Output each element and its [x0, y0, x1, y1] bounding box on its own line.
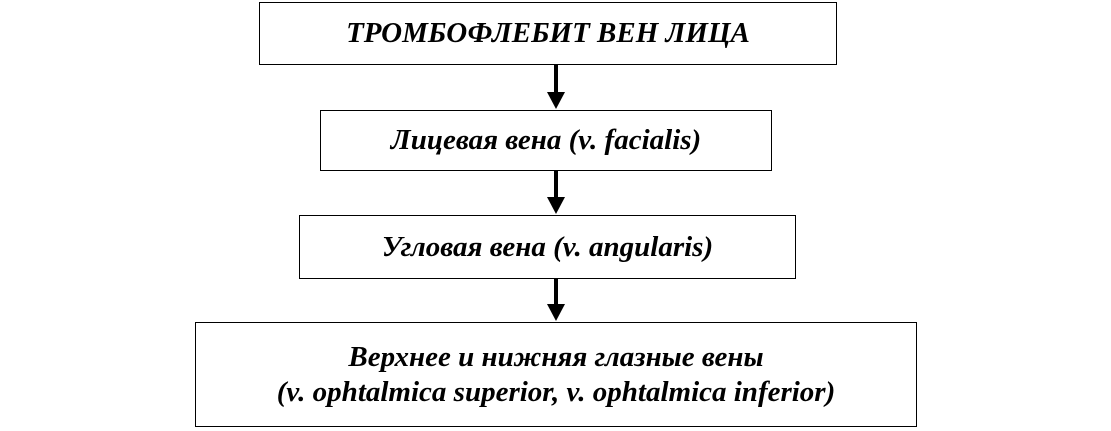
facial-vein-box: Лицевая вена (v. facialis) [320, 110, 772, 171]
facial-vein-text: Лицевая вена (v. facialis) [390, 124, 702, 157]
arrow-facial-to-angular [547, 171, 565, 214]
ophthalmic-veins-text-line-2: (v. ophtalmica superior, v. ophtalmica i… [276, 375, 836, 408]
title-box: ТРОМБОФЛЕБИТ ВЕН ЛИЦА [259, 2, 837, 65]
ophthalmic-veins-box: Верхнее и нижняя глазные вены (v. ophtal… [195, 322, 917, 427]
ophthalmic-veins-text-line-1: Верхнее и нижняя глазные вены [348, 341, 764, 374]
angular-vein-box: Угловая вена (v. angularis) [299, 215, 796, 279]
angular-vein-text: Угловая вена (v. angularis) [381, 230, 714, 263]
arrow-angular-to-ophthalmic [547, 279, 565, 321]
arrow-title-to-facial [547, 65, 565, 109]
title-text: ТРОМБОФЛЕБИТ ВЕН ЛИЦА [346, 17, 750, 50]
